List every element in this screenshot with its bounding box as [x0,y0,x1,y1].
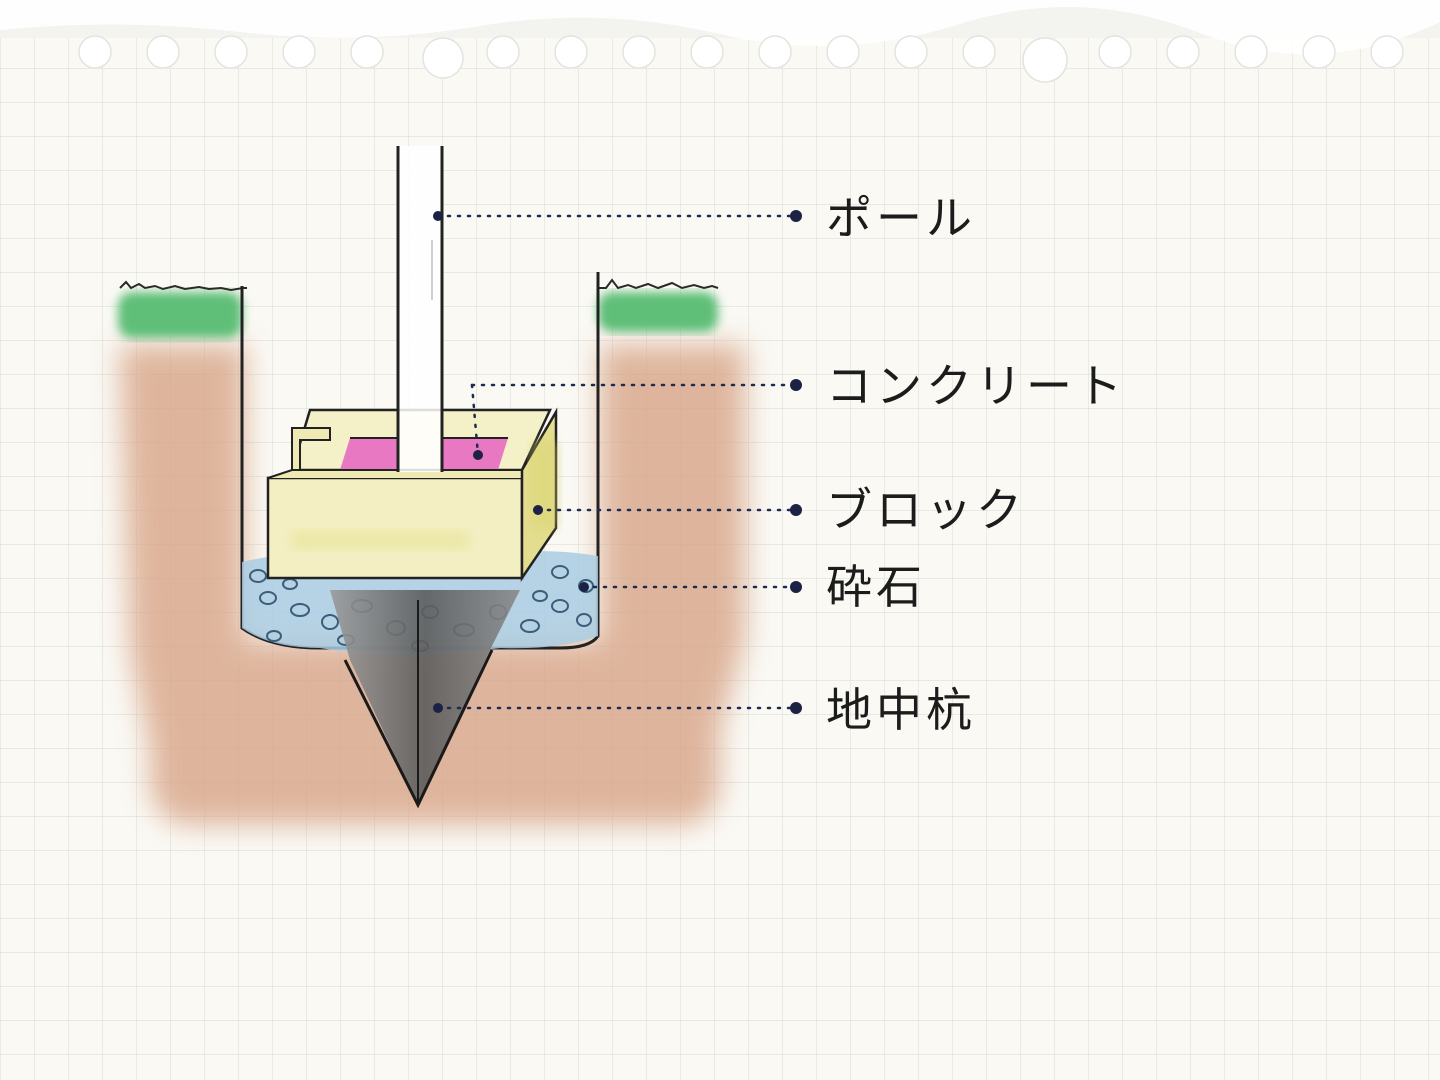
label-pole: ポール [826,191,976,245]
label-block: ブロック [826,483,1026,537]
grass [118,278,719,338]
label-gravel: 砕石 [826,560,926,614]
leader-line-concrete-drop [470,383,480,457]
leader-lines [436,214,796,710]
ground-pile [330,590,520,809]
leader-dots [433,210,802,714]
label-pile: 地中杭 [826,683,976,737]
concrete-block [266,407,560,583]
pole [396,146,444,472]
torn-edge [0,0,1440,83]
label-concrete: コンクリート [826,359,1126,413]
